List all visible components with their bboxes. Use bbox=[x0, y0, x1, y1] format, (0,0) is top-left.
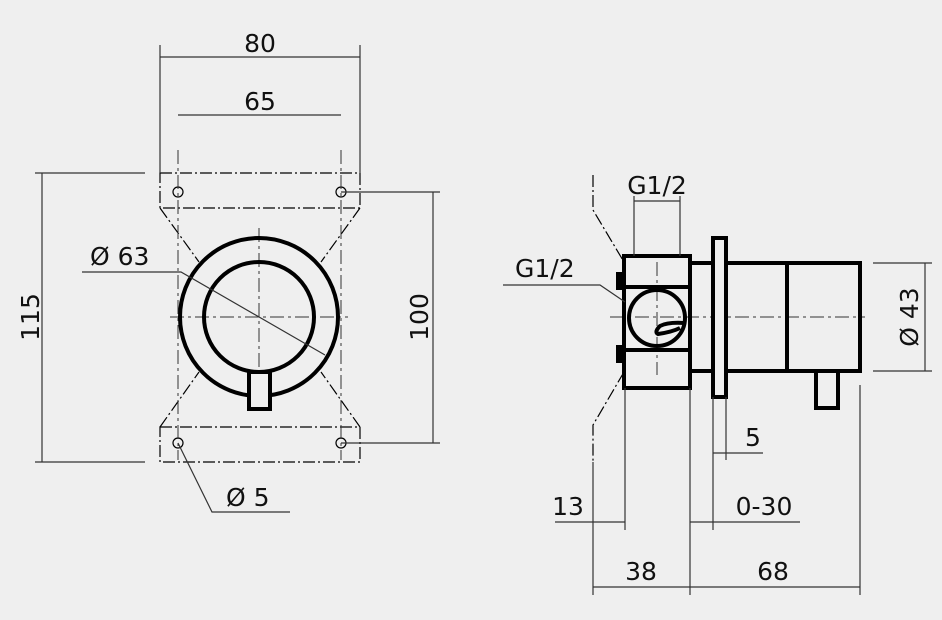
dimension-lines-side bbox=[503, 196, 932, 595]
bottom-mounting-plate bbox=[159, 426, 361, 463]
dimension-lines-front bbox=[35, 45, 440, 513]
dim-hole-diameter: Ø 5 bbox=[226, 483, 270, 512]
port-outlet bbox=[654, 320, 685, 337]
dim-adjust-range: 0-30 bbox=[736, 492, 793, 521]
dim-thread-side: G1/2 bbox=[515, 254, 575, 283]
centerlines bbox=[170, 150, 348, 460]
plug-top bbox=[616, 272, 622, 290]
dim-height-outer: 115 bbox=[16, 293, 45, 341]
port-circle bbox=[627, 288, 687, 348]
wall-line-bottom bbox=[592, 371, 625, 462]
dim-thread-top: G1/2 bbox=[627, 171, 687, 200]
side-view: G1/2 G1/2 Ø 43 5 13 0-30 38 68 bbox=[503, 171, 932, 595]
bracket-lines bbox=[159, 207, 361, 428]
wall-line-top bbox=[592, 175, 625, 263]
dim-height-holes: 100 bbox=[405, 293, 434, 341]
plug-bottom bbox=[616, 345, 622, 363]
dim-body-depth: 38 bbox=[625, 557, 657, 586]
dim-width-holes: 65 bbox=[244, 87, 276, 116]
lever bbox=[814, 369, 840, 410]
dim-knob-diameter: Ø 43 bbox=[895, 287, 924, 346]
front-view: 80 65 115 100 Ø 63 Ø 5 bbox=[16, 29, 440, 513]
dim-flange: 5 bbox=[745, 423, 761, 452]
flange-plate bbox=[711, 236, 728, 399]
dim-width-outer: 80 bbox=[244, 29, 276, 58]
top-mounting-plate bbox=[159, 172, 361, 209]
dim-body-diameter: Ø 63 bbox=[90, 242, 149, 271]
dim-projection: 68 bbox=[757, 557, 789, 586]
lever-handle bbox=[247, 370, 272, 411]
dim-wall-offset: 13 bbox=[552, 492, 584, 521]
